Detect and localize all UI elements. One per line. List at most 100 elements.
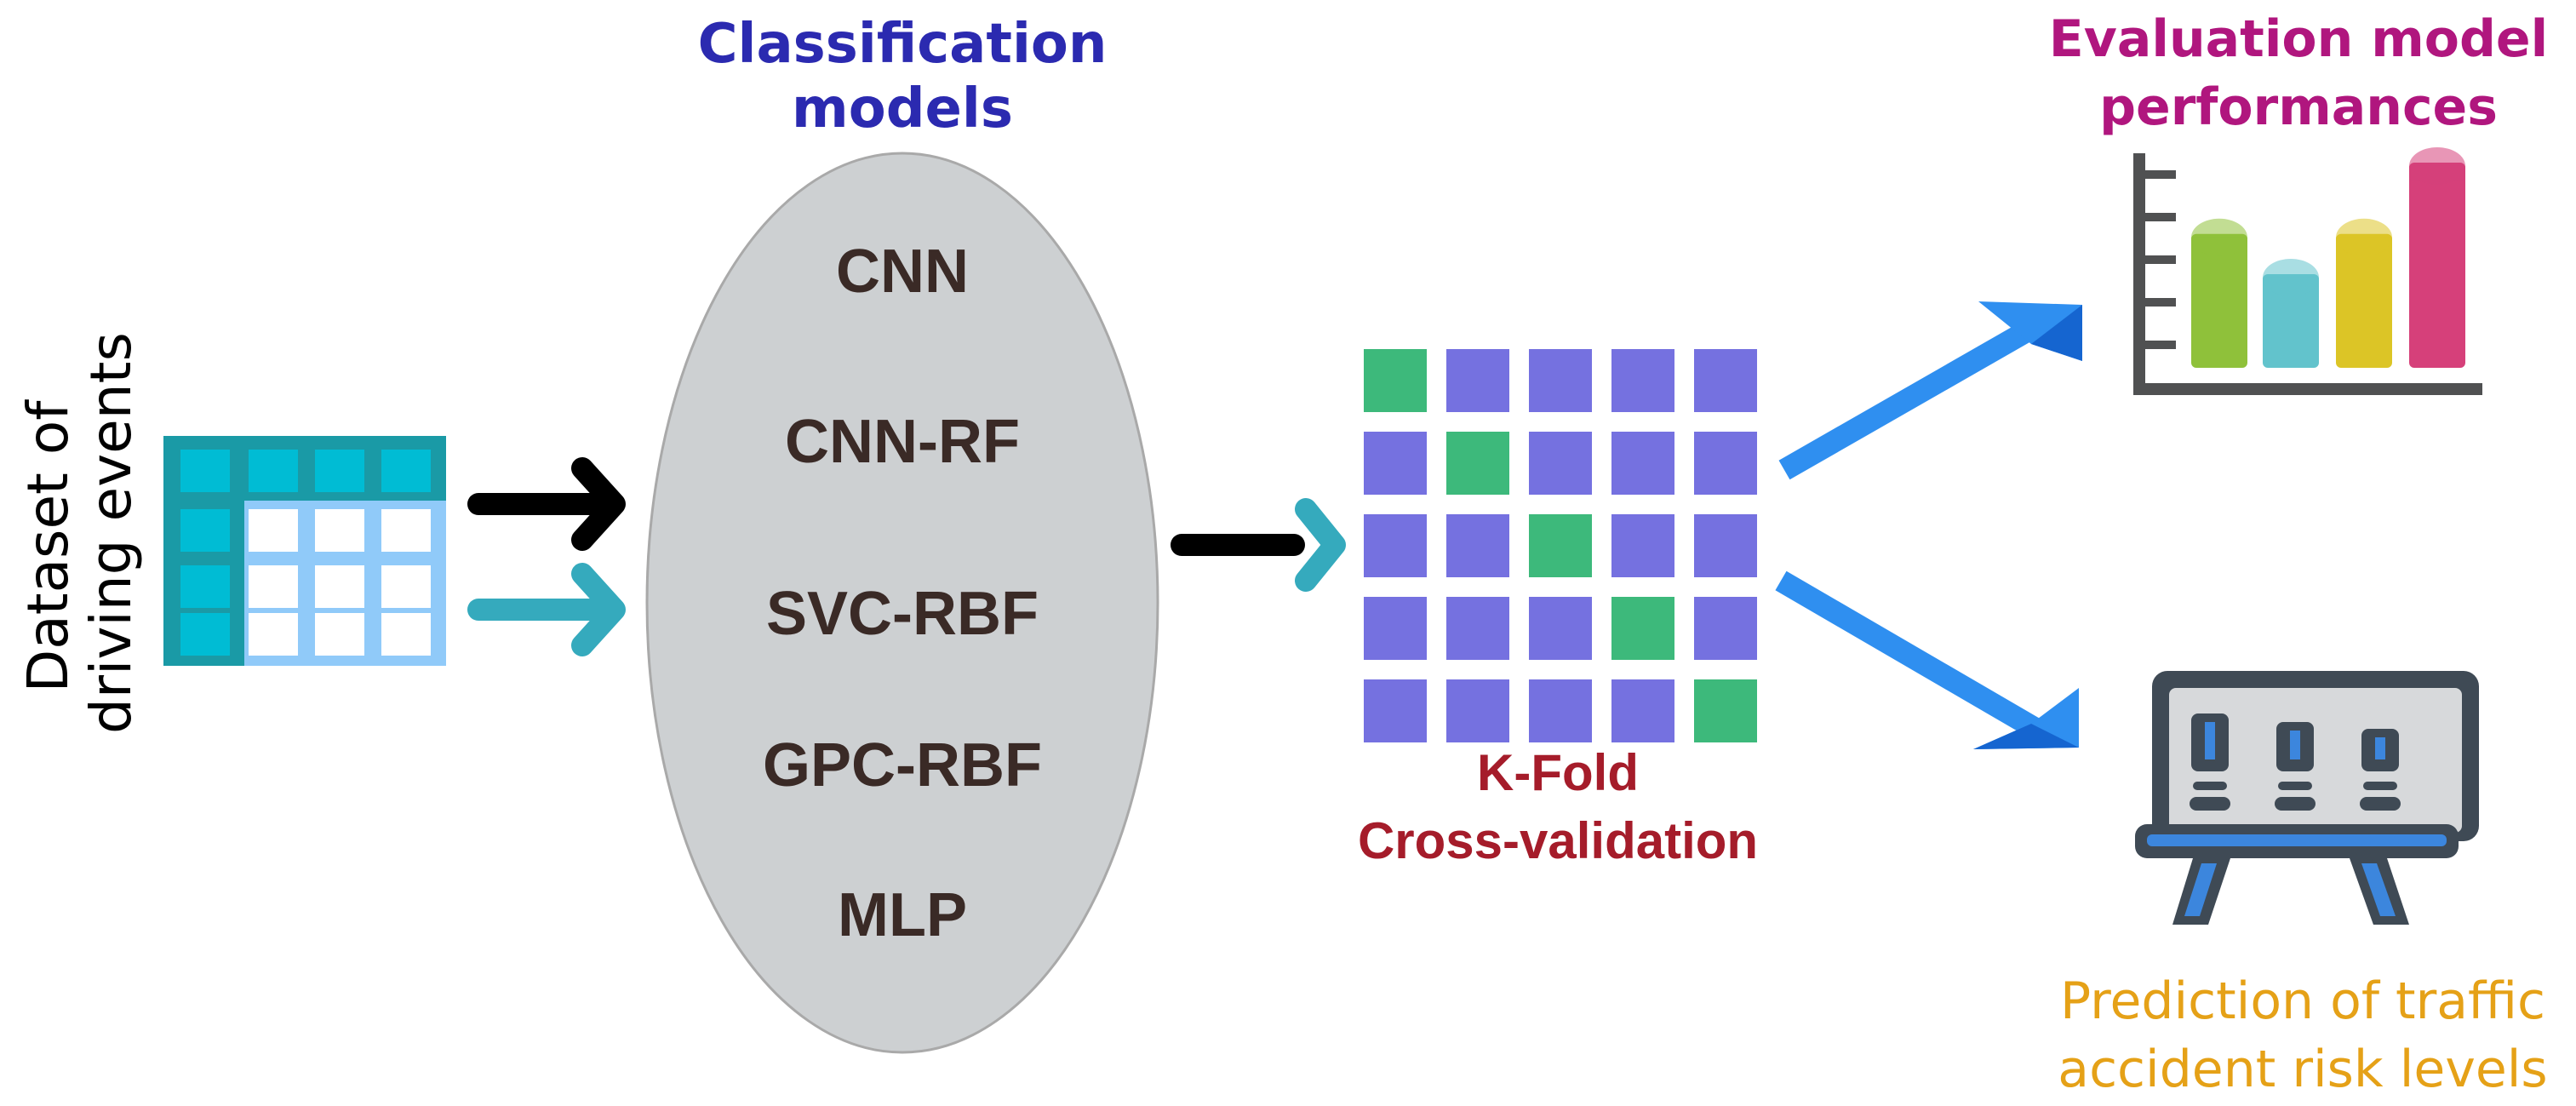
gauge-level <box>2290 731 2300 759</box>
kfold-test-fold <box>1446 432 1509 495</box>
bar-chart-icon <box>2133 146 2482 395</box>
upper-arrow-shaft <box>1778 312 2049 480</box>
kfold-train-fold <box>1446 597 1509 660</box>
evaluation-title: Evaluation model performances <box>2035 5 2562 141</box>
chart-tick <box>2145 213 2176 221</box>
table-header-cell <box>180 509 230 552</box>
output-arrows <box>1775 301 2082 749</box>
kfold-train-fold <box>1529 679 1592 742</box>
chart-bar <box>2191 233 2247 368</box>
prediction-label: Prediction of traffic accident risk leve… <box>2035 967 2571 1103</box>
prediction-label-line2: accident risk levels <box>2058 1040 2548 1099</box>
lower-arrow-head-shade <box>1973 724 2079 749</box>
kfold-train-fold <box>1529 432 1592 495</box>
gauge-line <box>2278 782 2312 790</box>
chart-bar-cap-band <box>2191 237 2247 253</box>
table-header-cell <box>180 565 230 608</box>
model-mlp: MLP <box>838 881 967 949</box>
classification-title-line2: models <box>792 77 1013 140</box>
dataset-label-line1: Dataset of <box>15 400 81 693</box>
chart-tick <box>2145 341 2176 349</box>
kfold-label-line2: Cross-validation <box>1357 812 1759 869</box>
table-data-cell <box>315 565 364 608</box>
table-header-cell <box>381 450 431 492</box>
model-gpc-rbf: GPC-RBF <box>763 731 1042 799</box>
table-data-cell <box>249 509 298 552</box>
table-data-cell <box>381 613 431 656</box>
lower-arrow-head <box>1973 688 2079 749</box>
gauge-foot <box>2190 797 2230 811</box>
kfold-train-fold <box>1364 432 1427 495</box>
evaluation-title-line1: Evaluation model <box>2048 9 2549 69</box>
table-data-cell <box>315 613 364 656</box>
table-data-cell <box>381 509 431 552</box>
kfold-train-fold <box>1611 349 1674 412</box>
chart-tick <box>2145 170 2176 179</box>
gauge-line <box>2363 782 2397 790</box>
table-data-cell <box>249 565 298 608</box>
prediction-label-line1: Prediction of traffic <box>2060 971 2545 1031</box>
chart-tick <box>2145 255 2176 264</box>
chart-x-axis <box>2133 383 2482 395</box>
kfold-train-fold <box>1446 514 1509 577</box>
monitor-base-stripe <box>2147 834 2447 846</box>
dataset-label-line2: driving events <box>78 332 144 734</box>
model-svc-rbf: SVC-RBF <box>766 580 1039 648</box>
kfold-train-fold <box>1611 514 1674 577</box>
kfold-train-fold <box>1364 514 1427 577</box>
kfold-test-fold <box>1694 679 1757 742</box>
gauge-foot <box>2360 797 2401 811</box>
kfold-train-fold <box>1694 432 1757 495</box>
kfold-train-fold <box>1364 597 1427 660</box>
kfold-train-fold <box>1694 514 1757 577</box>
teal-arrow-head <box>571 563 626 656</box>
table-header-cell <box>315 450 364 492</box>
monitor-screen <box>2169 688 2462 833</box>
chart-bar-cap-band <box>2263 277 2319 293</box>
kfold-label: K-Fold Cross-validation <box>1328 739 1788 875</box>
kfold-train-fold <box>1364 679 1427 742</box>
models-to-kfold-arrow <box>1171 498 1346 592</box>
gauge-level <box>2375 737 2385 759</box>
monitor-dashboard-icon <box>2135 671 2479 925</box>
chart-bar-cap-band <box>2409 165 2465 181</box>
dataset-table-icon <box>163 436 446 666</box>
chart-bar <box>2263 273 2319 368</box>
table-header-cell <box>249 450 298 492</box>
kfold-train-fold <box>1529 597 1592 660</box>
kfold-test-fold <box>1364 349 1427 412</box>
evaluation-title-line2: performances <box>2099 77 2498 137</box>
table-header-cell <box>180 450 230 492</box>
chart-y-axis <box>2133 153 2145 395</box>
chart-tick <box>2145 298 2176 307</box>
kfold-train-fold <box>1446 349 1509 412</box>
table-data-cell <box>315 509 364 552</box>
upper-arrow-head-shade <box>2031 305 2082 361</box>
monitor-leg-right-stripe <box>2361 863 2396 916</box>
classification-title-line1: Classification <box>697 13 1108 76</box>
gauge-foot <box>2275 797 2316 811</box>
gauge-line <box>2193 782 2227 790</box>
black-arrow-head <box>571 457 626 551</box>
kfold-train-fold <box>1694 349 1757 412</box>
model-cnn-rf: CNN-RF <box>785 408 1020 476</box>
mid-arrow-head <box>1295 498 1346 592</box>
kfold-train-fold <box>1529 349 1592 412</box>
kfold-train-fold <box>1611 679 1674 742</box>
kfold-train-fold <box>1694 597 1757 660</box>
models-ellipse <box>645 152 1159 1054</box>
model-cnn: CNN <box>836 238 969 306</box>
table-data-cell <box>249 613 298 656</box>
chart-bar <box>2336 233 2392 368</box>
kfold-train-fold <box>1611 432 1674 495</box>
kfold-test-fold <box>1611 597 1674 660</box>
classification-title: Classification models <box>647 12 1158 141</box>
lower-arrow-shaft <box>1775 570 2047 742</box>
kfold-train-fold <box>1446 679 1509 742</box>
gauge-level <box>2205 722 2215 759</box>
chart-bar-cap-band <box>2336 237 2392 253</box>
table-header-cell <box>180 613 230 656</box>
kfold-grid <box>1364 349 1757 742</box>
